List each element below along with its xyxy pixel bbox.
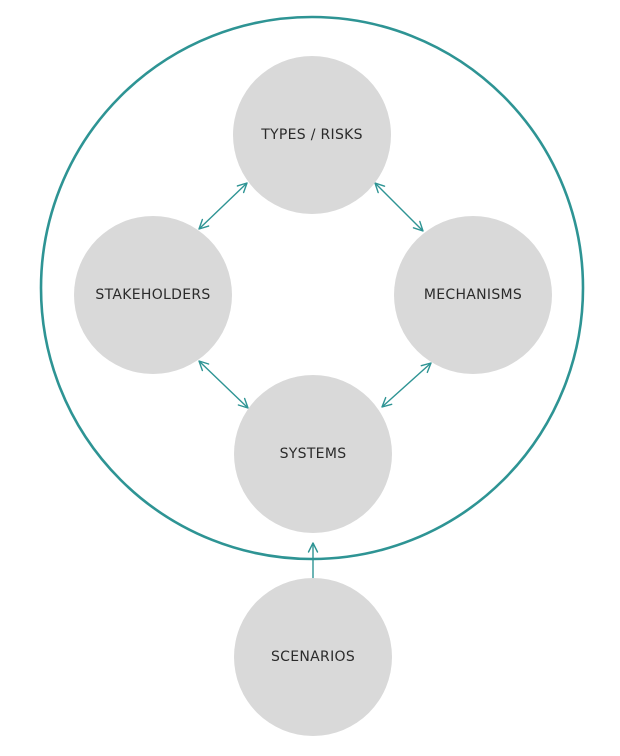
node-mechanisms-circle bbox=[394, 216, 552, 374]
node-systems: SYSTEMS bbox=[234, 375, 392, 533]
node-scenarios: SCENARIOS bbox=[234, 578, 392, 736]
node-scenarios-circle bbox=[234, 578, 392, 736]
node-systems-circle bbox=[234, 375, 392, 533]
node-types-risks-label: TYPES / RISKS bbox=[260, 127, 363, 143]
node-stakeholders-circle bbox=[74, 216, 232, 374]
node-types-risks-circle bbox=[233, 56, 391, 214]
node-stakeholders-label: STAKEHOLDERS bbox=[95, 287, 210, 303]
arrow-stakeholders-systems bbox=[198, 360, 249, 409]
node-mechanisms-label: MECHANISMS bbox=[424, 287, 522, 303]
node-scenarios-label: SCENARIOS bbox=[271, 649, 355, 665]
node-systems-label: SYSTEMS bbox=[280, 446, 347, 462]
node-stakeholders: STAKEHOLDERS bbox=[74, 216, 232, 374]
arrow-types-mechanisms bbox=[374, 182, 424, 232]
arrow-types-stakeholders bbox=[198, 182, 248, 230]
node-types-risks: TYPES / RISKS bbox=[233, 56, 391, 214]
arrow-mechanisms-systems bbox=[381, 362, 432, 408]
node-mechanisms: MECHANISMS bbox=[394, 216, 552, 374]
